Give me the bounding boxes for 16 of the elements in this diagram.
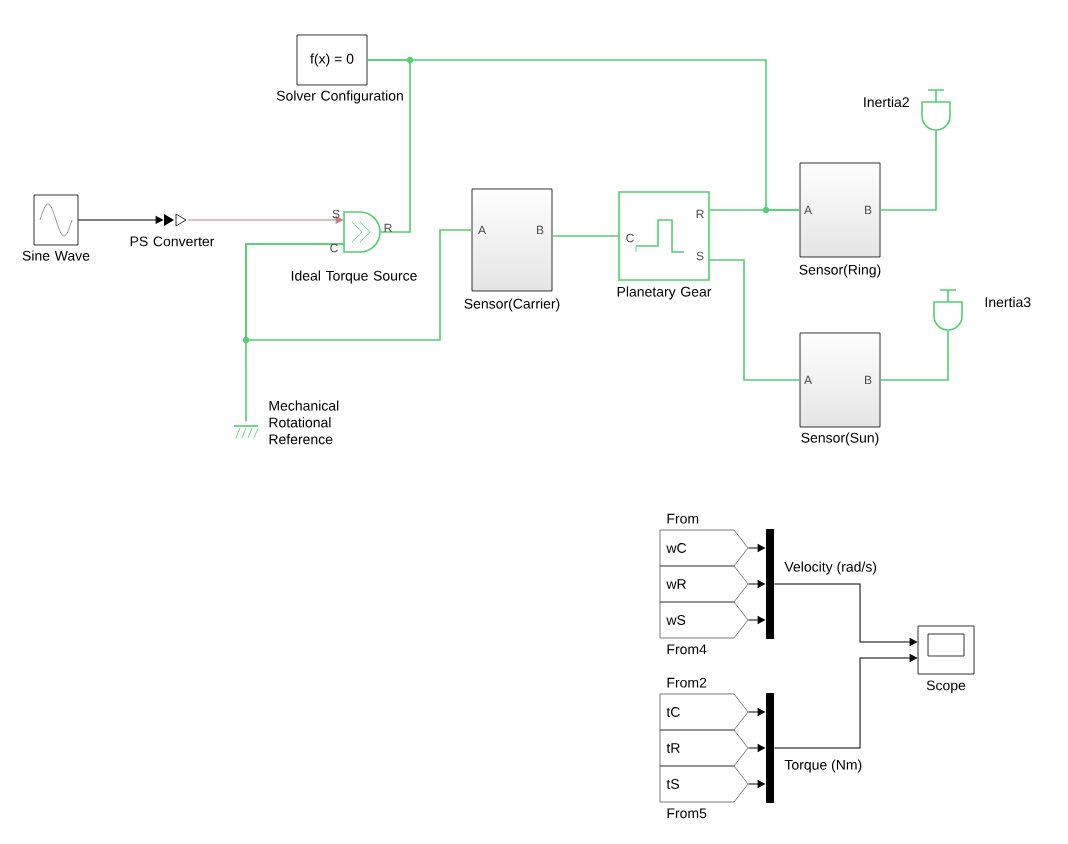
connector [773,583,917,646]
connector [551,235,619,237]
connector [187,216,343,224]
connector [245,229,473,341]
connector [879,329,949,381]
connector [747,744,765,752]
connector [747,544,765,552]
connector [879,129,937,211]
connector [747,780,765,788]
connector [709,209,801,211]
connector [747,616,765,624]
connector [747,580,765,588]
connector [747,708,765,716]
connector [773,654,917,749]
connector [77,216,163,224]
connector [709,259,801,381]
